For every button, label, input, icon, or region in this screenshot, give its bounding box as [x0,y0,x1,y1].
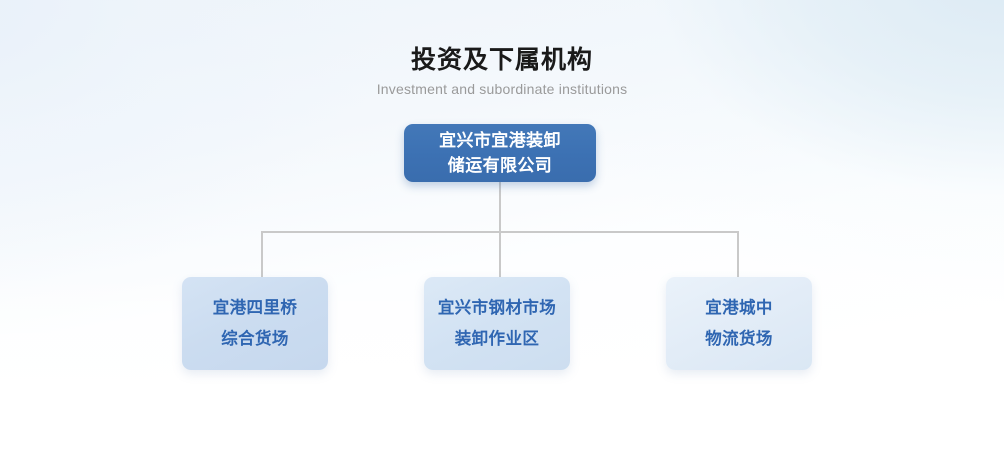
connector-branch-middle [499,231,501,278]
org-node-child-1[interactable]: 宜港四里桥 综合货场 [182,277,328,370]
connector-branch-right [737,231,739,278]
org-node-root-line2: 储运有限公司 [447,156,553,175]
org-node-child-3-line2: 物流货场 [705,329,773,348]
page-title: 投资及下属机构 [410,46,593,74]
org-node-root[interactable]: 宜兴市宜港装卸 储运有限公司 [404,124,596,182]
connector-branch-left [261,231,263,278]
org-node-child-2[interactable]: 宜兴市钢材市场 装卸作业区 [424,277,570,370]
org-node-child-3-line1: 宜港城中 [705,298,773,317]
page-subtitle: Investment and subordinate institutions [376,81,628,97]
org-node-child-3[interactable]: 宜港城中 物流货场 [666,277,812,370]
org-node-child-2-line1: 宜兴市钢材市场 [437,298,557,317]
org-node-child-2-line2: 装卸作业区 [454,329,540,348]
connector-root-vertical [499,182,501,232]
org-node-child-1-line2: 综合货场 [221,329,289,348]
org-node-root-line1: 宜兴市宜港装卸 [439,131,561,150]
org-node-child-1-line1: 宜港四里桥 [212,298,298,317]
page-heading: 投资及下属机构 Investment and subordinate insti… [0,44,1004,98]
